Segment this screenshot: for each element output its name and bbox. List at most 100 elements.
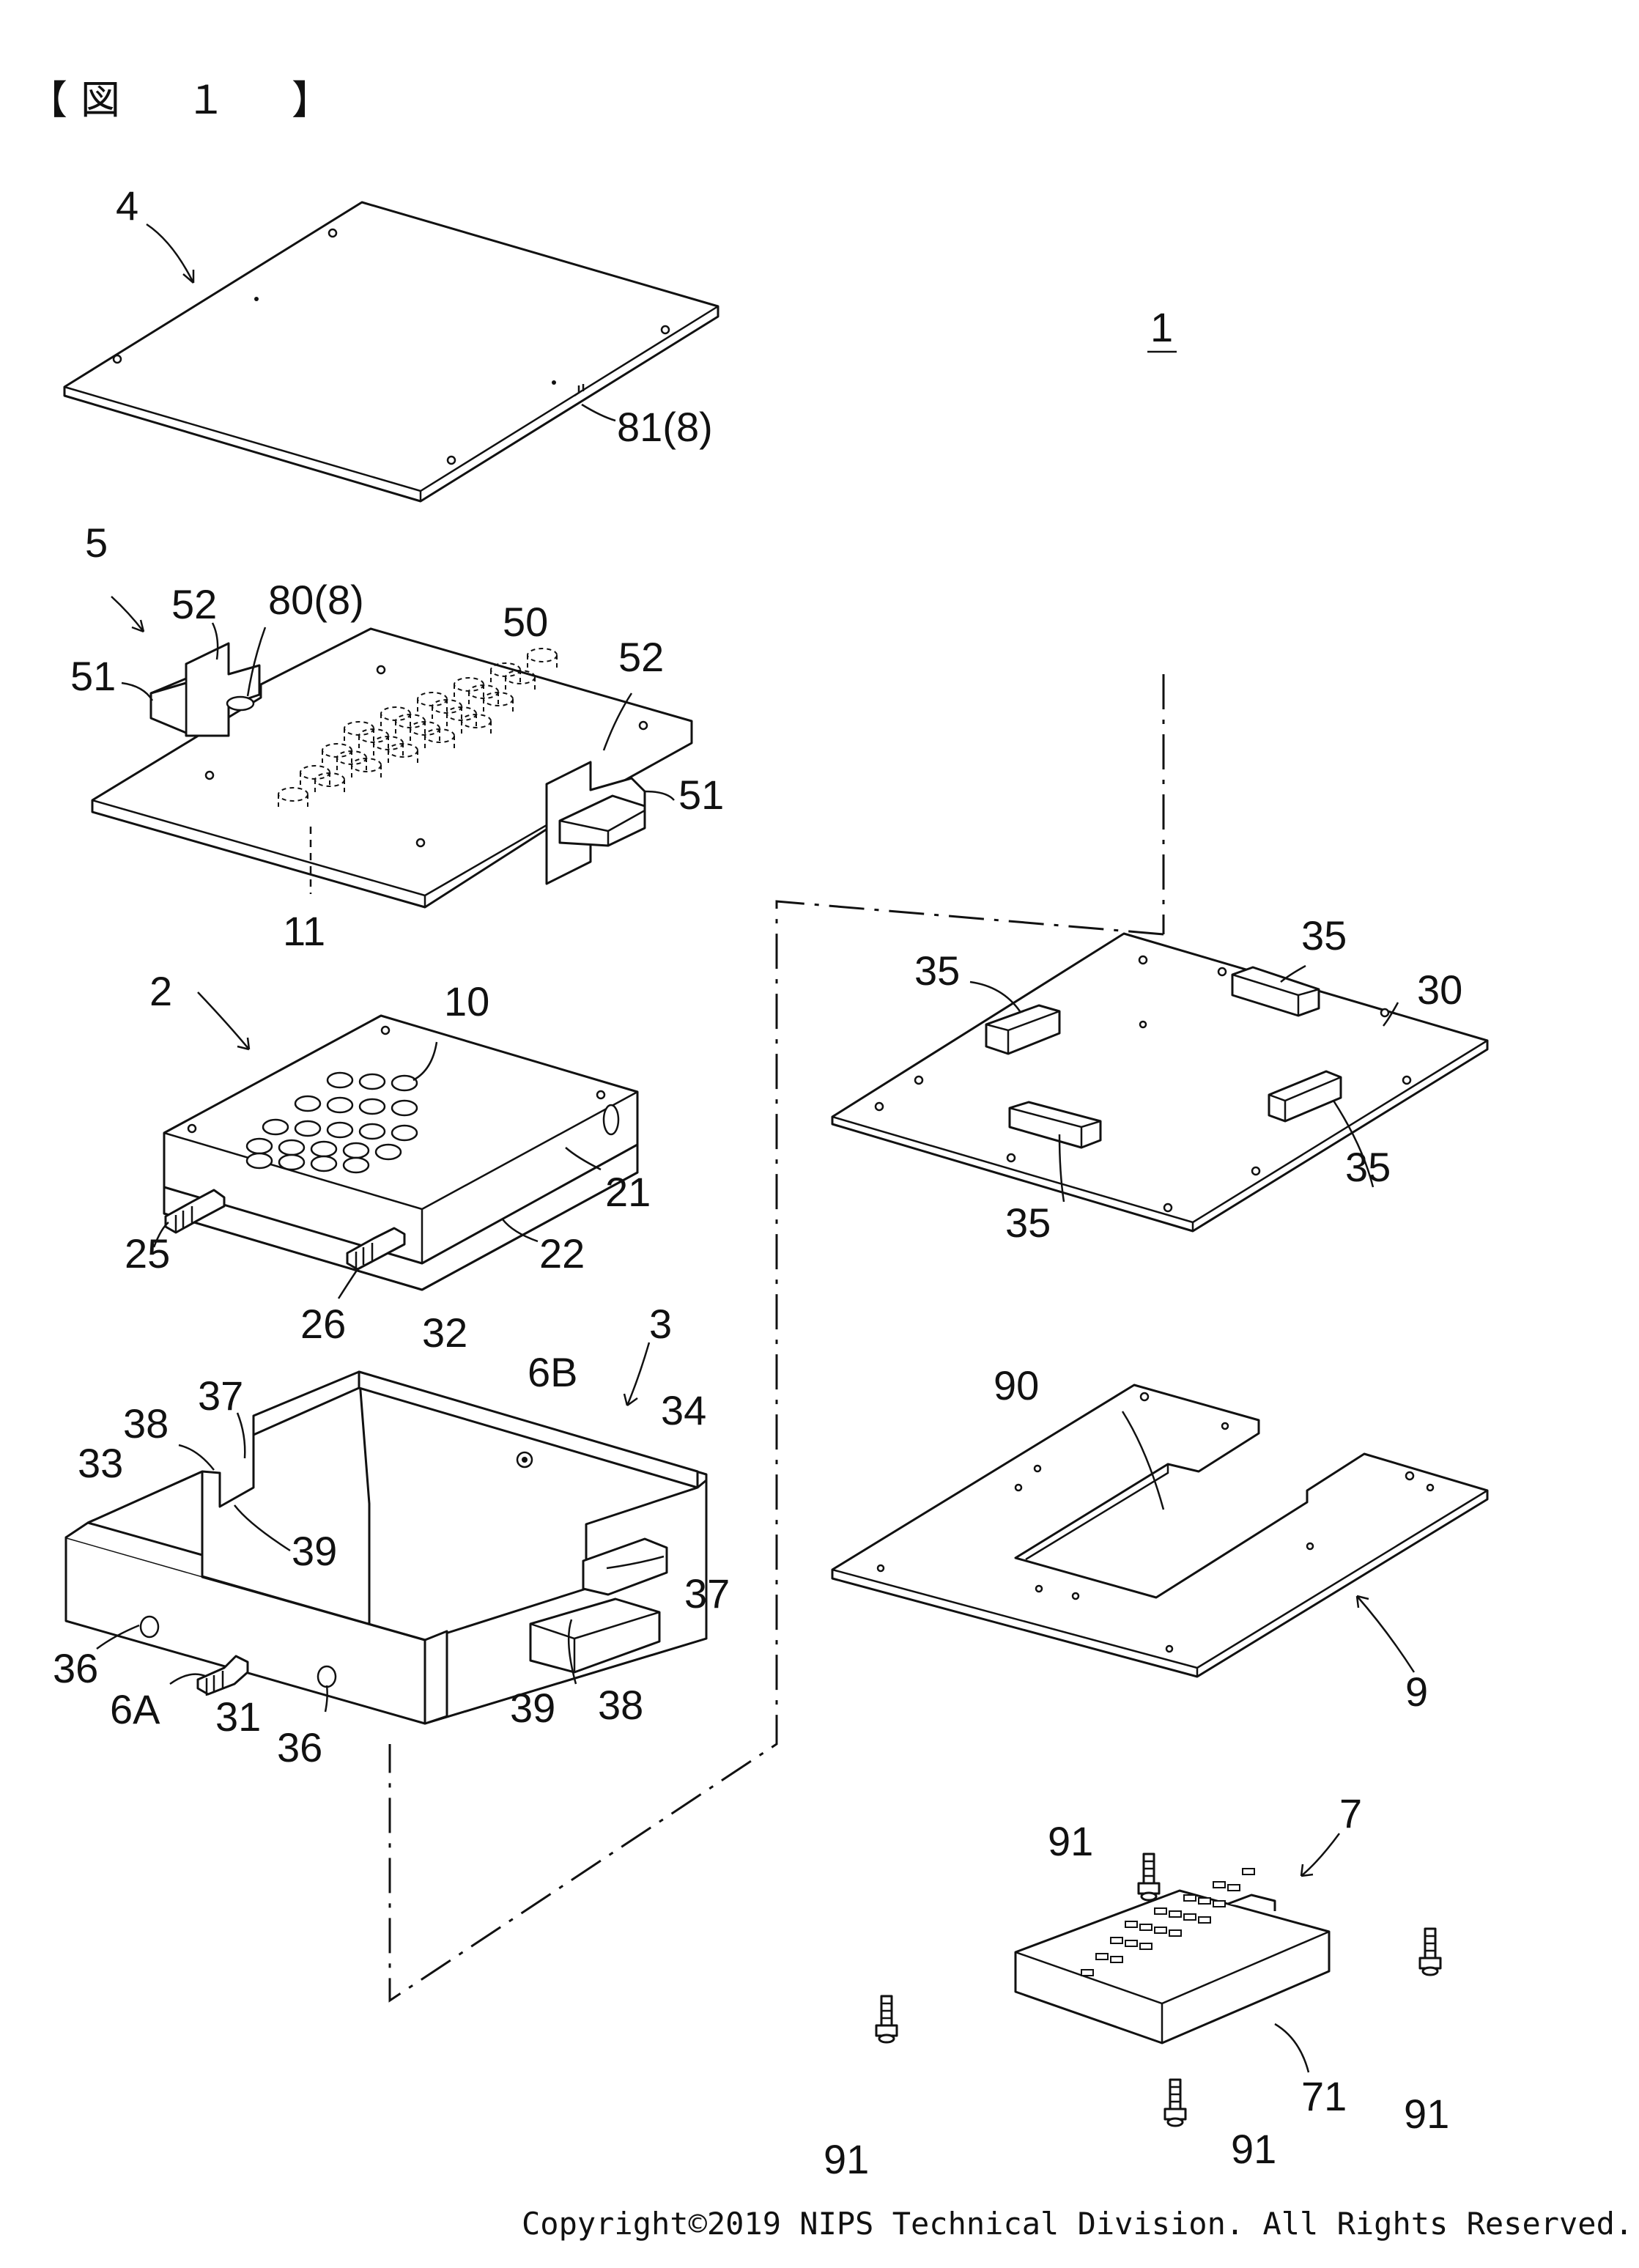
label-cover: 4 — [116, 182, 138, 229]
carrier-plate — [91, 627, 693, 909]
copyright-notice: Copyright©2019 NIPS Technical Division. … — [522, 2206, 1634, 2242]
module-cell — [1154, 1907, 1167, 1915]
housing — [64, 1370, 708, 1725]
cooling-block — [163, 1014, 639, 1291]
pocket — [454, 677, 484, 701]
label-housing-left: 33 — [78, 1440, 123, 1486]
label-port-6b: 6B — [528, 1349, 578, 1395]
base-plate — [831, 932, 1489, 1233]
label-housing-right: 34 — [661, 1387, 706, 1433]
block-hole — [294, 1120, 322, 1137]
module-cell — [1081, 1969, 1094, 1976]
module-cell — [1169, 1929, 1182, 1937]
module-cell — [1139, 1943, 1153, 1950]
module-cell — [1125, 1921, 1138, 1928]
module-cell — [1110, 1956, 1123, 1963]
module-cell — [1154, 1927, 1167, 1934]
label-spacer-35-tl: 35 — [914, 948, 960, 994]
block-hole — [326, 1096, 354, 1114]
label-carrier: 5 — [85, 520, 108, 566]
label-carrier-bracket-right: 52 — [618, 634, 664, 680]
label-base-plate: 30 — [1417, 967, 1462, 1013]
label-screw-91-c: 91 — [824, 2136, 869, 2182]
pocket — [322, 743, 352, 767]
module-cell — [1227, 1884, 1240, 1891]
label-screw-91-a: 91 — [1048, 1818, 1093, 1864]
module-cell — [1213, 1881, 1226, 1888]
block-hole — [326, 1071, 354, 1089]
label-hole-36-right: 36 — [277, 1724, 322, 1770]
phantom-boundary-line — [388, 674, 1165, 2003]
label-housing: 3 — [649, 1301, 672, 1347]
mounting-screws — [875, 1853, 1442, 2127]
label-port-6a: 6A — [110, 1686, 160, 1732]
module-cell — [1183, 1913, 1196, 1921]
screw — [875, 1995, 898, 2044]
label-carrier-plate: 50 — [503, 599, 548, 645]
label-block-top: 21 — [605, 1169, 651, 1215]
label-hole-36-left: 36 — [53, 1645, 98, 1691]
label-housing-back: 32 — [422, 1310, 467, 1356]
label-frame: 9 — [1405, 1669, 1428, 1715]
module-cell-grid — [1081, 1868, 1255, 1976]
label-cover-slot: 81(8) — [617, 404, 713, 450]
label-rail-38-right: 38 — [598, 1682, 643, 1728]
label-spacer-35-tr: 35 — [1301, 912, 1347, 958]
block-hole — [358, 1123, 386, 1140]
label-spacer-35-bl: 35 — [1005, 1200, 1051, 1246]
label-block-bottom: 22 — [539, 1230, 585, 1277]
frame-plate — [831, 1384, 1489, 1678]
block-hole — [278, 1139, 306, 1156]
block-hole — [358, 1098, 386, 1115]
module-cell — [1183, 1894, 1196, 1902]
label-slot-39-left: 39 — [292, 1528, 337, 1574]
module-cell — [1139, 1924, 1153, 1931]
block-hole — [278, 1153, 306, 1171]
label-module-body: 71 — [1301, 2073, 1347, 2119]
pocket — [417, 692, 448, 715]
label-module: 7 — [1339, 1790, 1362, 1836]
block-hole — [294, 1095, 322, 1112]
figure-title: 【図 １ 】 — [28, 77, 344, 123]
label-notch-37-left: 37 — [198, 1373, 243, 1419]
label-slot-39-right: 39 — [510, 1685, 555, 1731]
pocket — [490, 662, 521, 686]
label-carrier-bracket-left: 52 — [171, 581, 217, 627]
block-hole-grid — [245, 1071, 418, 1174]
label-assembly: 1 — [1150, 304, 1173, 350]
block-hole — [358, 1073, 386, 1090]
module-cell — [1198, 1897, 1211, 1905]
label-fitting-25: 25 — [125, 1230, 170, 1277]
block-hole — [342, 1142, 370, 1159]
module-cell — [1095, 1953, 1109, 1960]
leader-lines — [96, 223, 1416, 2073]
label-fitting-26: 26 — [300, 1301, 346, 1347]
reference-numerals: 4 1 81(8) 5 52 80(8) 50 52 51 51 11 2 10… — [53, 182, 1462, 2182]
label-carrier-foot-left: 51 — [70, 653, 116, 699]
cover-plate — [63, 201, 719, 503]
block-hole — [310, 1140, 338, 1158]
block-hole — [310, 1155, 338, 1172]
module-cell — [1213, 1900, 1226, 1907]
block-hole — [374, 1143, 402, 1161]
label-carrier-pockets: 11 — [283, 908, 325, 954]
label-block-holes: 10 — [444, 978, 489, 1024]
label-block: 2 — [149, 968, 172, 1014]
block-hole — [342, 1156, 370, 1174]
module-cell — [1125, 1940, 1138, 1947]
pocket — [380, 706, 411, 730]
block-hole — [326, 1121, 354, 1139]
label-notch-37-right: 37 — [684, 1570, 730, 1617]
module-cell — [1169, 1910, 1182, 1918]
module-cell — [1242, 1868, 1255, 1875]
screw — [1163, 2078, 1187, 2127]
label-screw-91-b: 91 — [1404, 2091, 1449, 2137]
block-hole — [391, 1074, 418, 1092]
label-carrier-hole: 80(8) — [268, 577, 364, 623]
block-hole — [245, 1152, 273, 1170]
screw — [1418, 1927, 1442, 1976]
block-hole — [391, 1124, 418, 1142]
module-cell — [1110, 1937, 1123, 1944]
